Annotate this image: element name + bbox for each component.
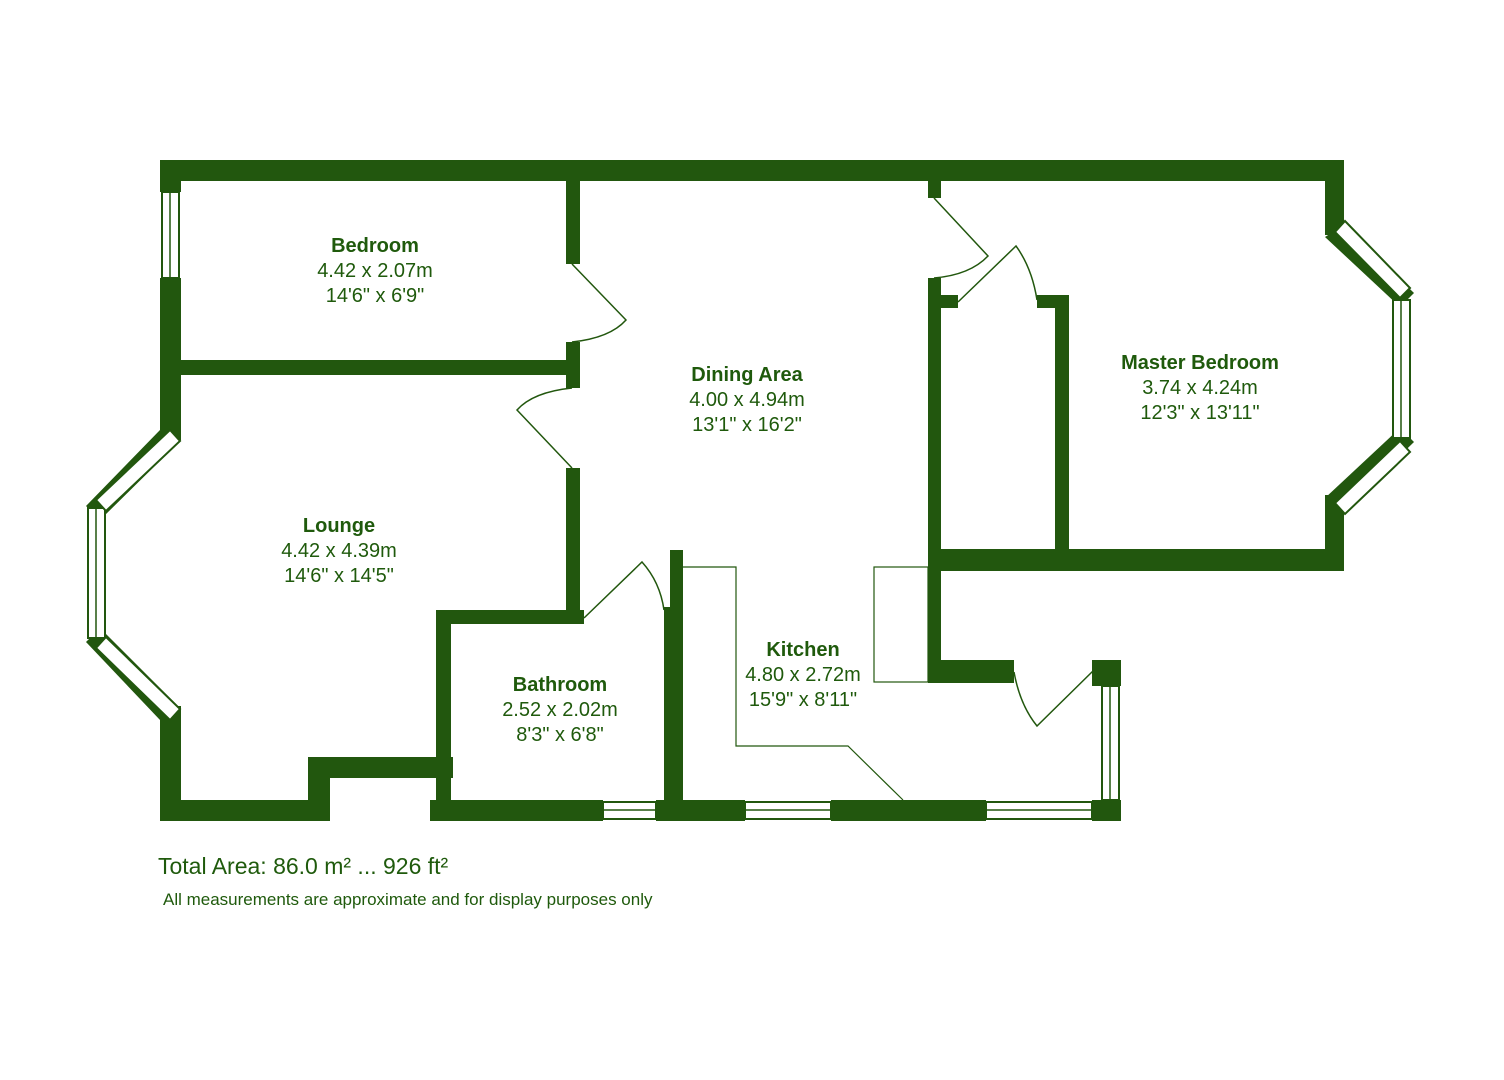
room-dimensions-metric: 2.52 x 2.02m bbox=[502, 699, 618, 721]
room-dimensions-metric: 4.80 x 2.72m bbox=[745, 664, 861, 686]
room-label-lounge: Lounge 4.42 x 4.39m 14'6" x 14'5" bbox=[239, 514, 439, 589]
room-dimensions-metric: 4.42 x 2.07m bbox=[317, 260, 433, 282]
room-dimensions-imperial: 12'3" x 13'11" bbox=[1140, 402, 1260, 424]
room-name: Bathroom bbox=[512, 674, 608, 696]
room-dimensions-imperial: 8'3" x 6'8" bbox=[516, 724, 604, 746]
disclaimer-note: All measurements are approximate and for… bbox=[163, 890, 653, 909]
cupboard-top-left bbox=[928, 295, 958, 308]
windows bbox=[87, 191, 1412, 820]
kitchen-right-top bbox=[1092, 660, 1121, 686]
room-dimensions-imperial: 14'6" x 6'9" bbox=[325, 285, 425, 307]
room-dimensions-metric: 4.42 x 4.39m bbox=[281, 540, 397, 562]
room-name: Dining Area bbox=[691, 364, 803, 386]
bedroom-door bbox=[571, 263, 628, 343]
bathroom-top-wall bbox=[436, 610, 584, 624]
room-label-bedroom: Bedroom 4.42 x 2.07m 14'6" x 6'9" bbox=[275, 234, 475, 309]
kitchen-side-door bbox=[1013, 669, 1095, 728]
outer-wall-left-middle bbox=[160, 278, 181, 440]
outer-wall-top bbox=[160, 160, 1344, 181]
room-dimensions-metric: 3.74 x 4.24m bbox=[1142, 377, 1258, 399]
lounge-window-lower bbox=[94, 635, 182, 722]
outer-wall-left-lower bbox=[160, 706, 181, 821]
room-label-dining-area: Dining Area 4.00 x 4.94m 13'1" x 16'2" bbox=[647, 363, 847, 438]
bedroom-lounge-wall bbox=[160, 360, 580, 375]
cupboard-door bbox=[957, 244, 1038, 303]
kitchen-left-wall bbox=[670, 550, 683, 821]
cupboard-right-wall bbox=[1055, 295, 1069, 557]
bedroom-right-wall-upper bbox=[566, 160, 580, 264]
doors bbox=[515, 197, 1095, 728]
lounge-notch-top bbox=[308, 757, 453, 778]
room-label-kitchen: Kitchen 4.80 x 2.72m 15'9" x 8'11" bbox=[703, 638, 903, 713]
room-name: Lounge bbox=[302, 515, 376, 537]
bathroom-right-wall bbox=[664, 607, 670, 821]
outer-wall-left-upper bbox=[160, 160, 181, 192]
kitchen-tall-unit bbox=[873, 566, 929, 683]
kitchen-inner-wall bbox=[928, 660, 1014, 683]
kitchen-units bbox=[683, 566, 929, 801]
outer-wall-bottom-bath bbox=[430, 800, 603, 821]
master-window-lower bbox=[1333, 439, 1412, 516]
lounge-window-upper bbox=[94, 428, 182, 513]
bathroom-door bbox=[583, 560, 665, 619]
outer-wall-bottom-right bbox=[1092, 800, 1121, 821]
room-dimensions-metric: 4.00 x 4.94m bbox=[689, 389, 805, 411]
master-right-wall-lower bbox=[1325, 495, 1344, 571]
kitchen-worktop bbox=[683, 566, 904, 801]
lounge-door bbox=[515, 387, 573, 469]
master-window-upper bbox=[1333, 219, 1412, 300]
room-label-bathroom: Bathroom 2.52 x 2.02m 8'3" x 6'8" bbox=[460, 673, 660, 748]
outer-wall-bottom-lounge bbox=[160, 800, 330, 821]
room-name: Master Bedroom bbox=[1121, 352, 1279, 374]
room-name: Bedroom bbox=[331, 235, 419, 257]
bathroom-left-wall bbox=[436, 610, 451, 821]
master-bottom-wall bbox=[928, 549, 1344, 571]
room-dimensions-imperial: 14'6" x 14'5" bbox=[284, 565, 394, 587]
room-dimensions-imperial: 15'9" x 8'11" bbox=[748, 689, 858, 711]
bedroom-right-wall-lower bbox=[566, 342, 580, 388]
room-label-master-bedroom: Master Bedroom 3.74 x 4.24m 12'3" x 13'1… bbox=[1090, 351, 1310, 426]
master-right-wall-upper bbox=[1325, 160, 1344, 235]
lounge-right-wall bbox=[566, 468, 580, 622]
room-dimensions-imperial: 13'1" x 16'2" bbox=[692, 414, 802, 436]
outer-wall-bottom-kitchen bbox=[831, 800, 986, 821]
cupboard-wall-left bbox=[928, 278, 941, 683]
room-name: Kitchen bbox=[766, 639, 840, 661]
total-area: Total Area: 86.0 m² ... 926 ft² bbox=[158, 853, 449, 879]
master-entry-door bbox=[933, 197, 990, 279]
master-door-stub bbox=[928, 160, 941, 198]
